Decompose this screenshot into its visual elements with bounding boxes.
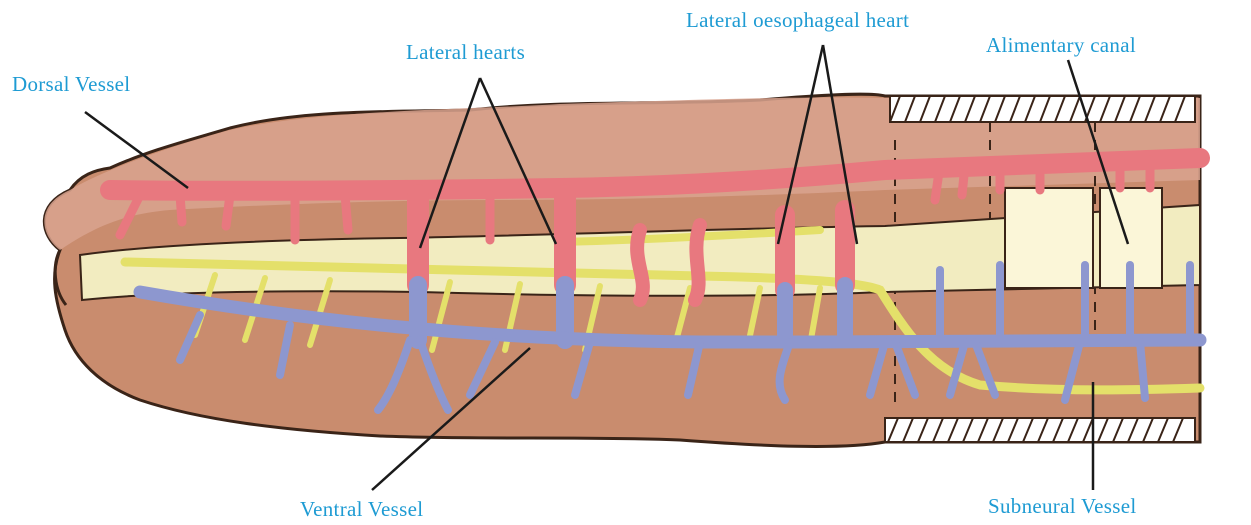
label-alimentary-canal: Alimentary canal — [986, 33, 1136, 58]
label-dorsal-vessel: Dorsal Vessel — [12, 72, 130, 97]
label-lateral-hearts: Lateral hearts — [406, 40, 525, 65]
label-ventral-vessel: Ventral Vessel — [300, 497, 423, 522]
label-subneural-vessel: Subneural Vessel — [988, 494, 1136, 519]
label-lateral-oesophageal-heart: Lateral oesophageal heart — [686, 8, 909, 33]
